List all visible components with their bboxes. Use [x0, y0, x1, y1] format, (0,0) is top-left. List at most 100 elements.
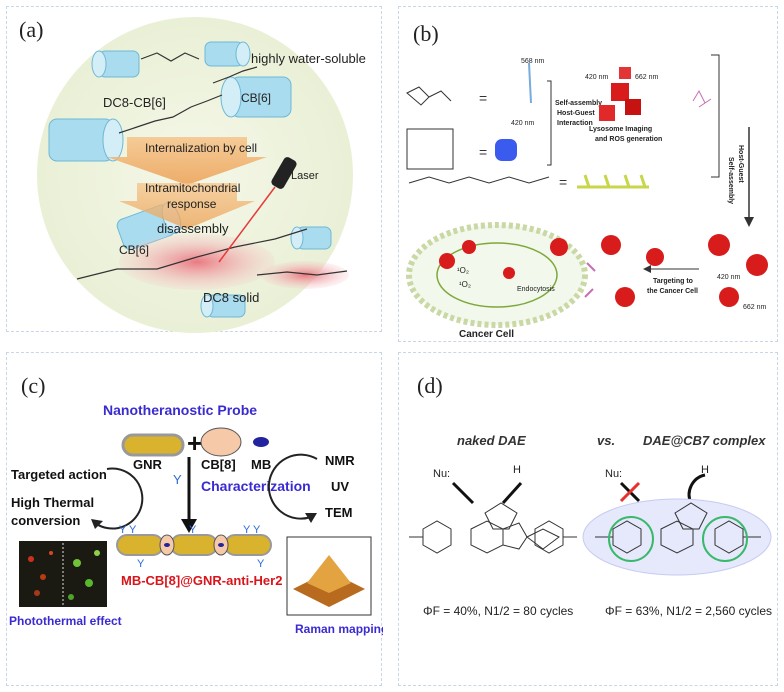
dc8-solid-glow: [119, 234, 275, 290]
cb6-cylinder-right-small: [290, 226, 332, 250]
label-targeting-1: Targeting to: [653, 278, 693, 285]
label-cancer-cell: Cancer Cell: [459, 329, 514, 340]
label-stats-left: ΦF = 40%, N1/2 = 80 cycles: [423, 604, 573, 618]
label-stats-right: ΦF = 63%, N1/2 = 2,560 cycles: [605, 604, 772, 618]
red-sphere: [719, 287, 739, 307]
panel-c-illustration: Nanotheranostic Probe + GNR CB[8] MB Y C…: [9, 402, 383, 636]
label-high-thermal-2: conversion: [11, 513, 80, 528]
gnr-rod: [121, 433, 185, 457]
mb-molecule: [253, 437, 269, 447]
red-sphere: [462, 240, 476, 254]
label-endocytosis: Endocytosis: [517, 286, 555, 293]
label-h2o-right: H: [701, 464, 709, 476]
equals-sign: =: [479, 90, 487, 106]
label-singlet-o2-a: ¹O₂: [457, 266, 469, 275]
title-nanotheranostic: Nanotheranostic Probe: [103, 402, 257, 418]
cancer-cell: [406, 222, 588, 328]
equals-sign: =: [479, 144, 487, 160]
cross-mark-icon: [619, 481, 641, 503]
label-self-assembly: Self-assembly: [555, 100, 602, 107]
red-sphere: [708, 234, 730, 256]
svg-text:Y Y: Y Y: [119, 524, 137, 536]
probe-assembly: Y Y Y Y Y Y Y: [116, 524, 272, 570]
blue-cube: [495, 139, 517, 161]
panel-b-illustration: = = = 568 nm 420 nm Self-assembly Host-G…: [406, 54, 768, 340]
down-arrowhead: [744, 217, 754, 227]
label-862nm: 662 nm: [743, 304, 767, 311]
label-420nm-b: 420 nm: [585, 74, 609, 81]
molecule-chain: [256, 270, 348, 276]
downward-arrow: [119, 183, 255, 229]
label-cb8: CB[8]: [201, 457, 236, 472]
molecule-chain: [140, 52, 200, 62]
cb6-cylinder-big-right: [220, 76, 292, 118]
curved-arrowhead: [91, 519, 103, 529]
cb7-ring-right: [702, 516, 748, 562]
red-sphere: [646, 248, 664, 266]
label-h2o-left: H: [513, 464, 521, 476]
laser-icon: [271, 157, 297, 189]
arrow-nu: [451, 481, 475, 505]
label-nmr: NMR: [325, 453, 355, 468]
curved-arrowhead: [305, 513, 317, 523]
label-gnr: GNR: [133, 457, 163, 472]
equals-sign: =: [559, 174, 567, 190]
label-targeted-action: Targeted action: [11, 467, 107, 482]
curved-arrow-left: [94, 467, 144, 530]
label-photothermal: Photothermal effect: [9, 614, 122, 628]
curved-arrow-right: [267, 453, 318, 520]
label-probe-name: MB-CB[8]@GNR-anti-Her2: [121, 573, 282, 588]
cell-nucleus: [436, 242, 558, 308]
panel-label-d: (d): [417, 373, 443, 398]
cb6-cylinder-topleft: [91, 50, 140, 78]
label-mb: MB: [251, 457, 271, 472]
cb6-cylinder-big-left: [48, 118, 124, 162]
label-characterization: Characterization: [201, 478, 311, 494]
laser-beam: [218, 186, 276, 263]
photothermal-image-speckles: [28, 543, 100, 605]
polymer-structure: [408, 176, 550, 184]
label-420nm-c: 420 nm: [717, 274, 741, 281]
label-interaction: Interaction: [557, 120, 593, 127]
label-nu-left: Nu:: [433, 468, 450, 480]
label-dc8-cb6: DC8-CB[6]: [103, 95, 166, 110]
svg-text:Y Y: Y Y: [243, 524, 261, 536]
polymer-chain: [577, 174, 649, 189]
dc8-solid-glow: [261, 261, 349, 289]
molecule-chain: [118, 94, 223, 134]
pink-molecule: [692, 89, 712, 108]
bracket: [711, 54, 720, 178]
dae-structure-right: [595, 502, 761, 554]
panel-a-illustration: highly water-soluble DC8-CB[6] CB[6] Int…: [37, 17, 366, 333]
molecule-structure: [406, 86, 452, 106]
cb6-cylinder-bottom: [200, 294, 246, 318]
red-cube-cluster: [599, 67, 641, 121]
label-internalization: Internalization by cell: [145, 141, 257, 155]
label-568nm: 568 nm: [521, 58, 545, 65]
plus-sign: +: [187, 428, 202, 458]
label-response: response: [167, 197, 217, 211]
svg-text:Y: Y: [257, 558, 265, 570]
label-tem: TEM: [325, 505, 352, 520]
dae-structure-left: [409, 502, 577, 554]
cb-structure: [406, 128, 454, 170]
pink-molecule: [584, 262, 596, 298]
label-naked-dae: naked DAE: [457, 433, 526, 448]
label-host-guest: Host-Guest: [557, 110, 595, 117]
panel-c: (c) Nanotheranostic Probe + GNR CB[8] MB…: [6, 352, 383, 686]
label-cb6-left: CB[6]: [119, 243, 149, 257]
antibody-icon: Y: [173, 472, 182, 487]
left-arrowhead: [643, 265, 651, 273]
label-ros: and ROS generation: [595, 136, 662, 143]
label-lysosome: Lysosome Imaging: [589, 126, 652, 133]
panel-d: (d) naked DAE vs. DAE@CB7 complex Nu: H …: [398, 352, 778, 686]
label-uv: UV: [331, 479, 349, 494]
label-intramitochondrial: Intramitochondrial: [145, 181, 240, 195]
label-420nm-a: 420 nm: [511, 120, 535, 127]
label-raman: Raman mapping: [295, 622, 383, 636]
photothermal-image: [19, 541, 107, 607]
arrow-h2o: [501, 481, 523, 505]
molecule-chain: [212, 66, 258, 84]
svg-text:Y: Y: [137, 558, 145, 570]
red-sphere: [439, 253, 455, 269]
